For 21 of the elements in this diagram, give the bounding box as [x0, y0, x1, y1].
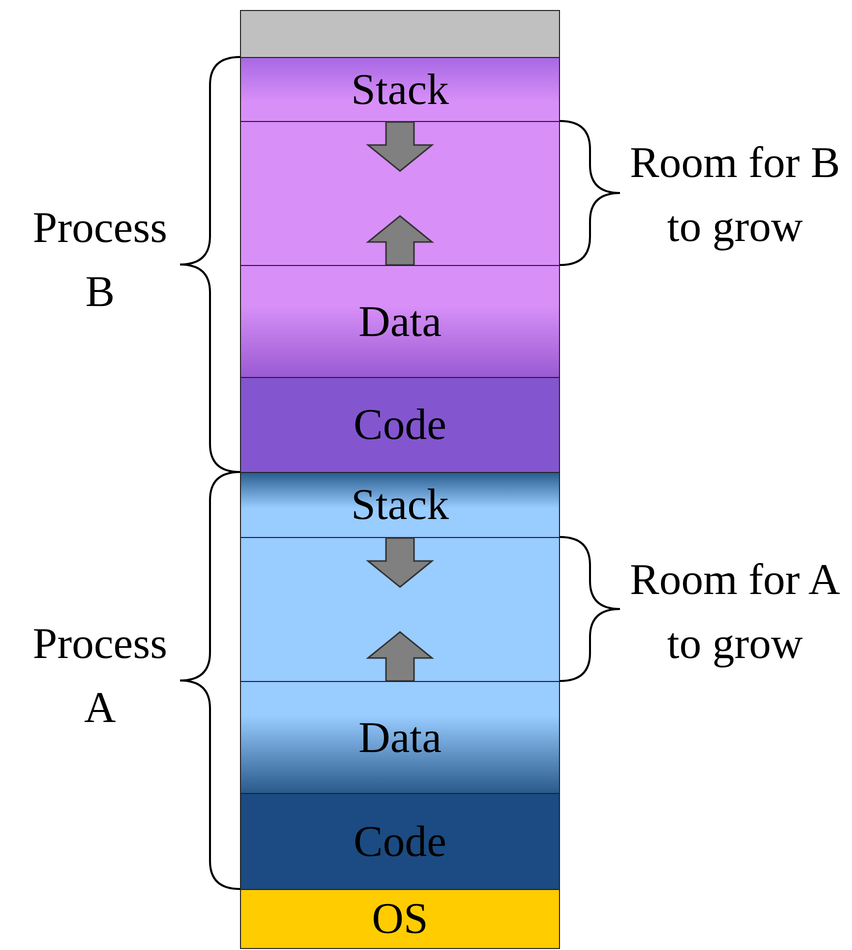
note-text: Room for B to grow: [628, 137, 842, 253]
memory-segment: [240, 121, 560, 266]
process-label: Process B: [32, 202, 168, 318]
memory-segment: [240, 57, 560, 122]
segment-label: Code: [354, 820, 446, 864]
note-text: Room for A to grow: [628, 554, 842, 670]
memory-segment: [240, 889, 560, 949]
memory-segment: [240, 472, 560, 538]
memory-segment: [240, 377, 560, 473]
memory-segment: [240, 681, 560, 794]
segment-label: Data: [358, 300, 442, 344]
memory-segment: [240, 265, 560, 378]
memory-segment: [240, 793, 560, 890]
memory-segment: [240, 537, 560, 682]
segment-label: Stack: [351, 483, 449, 527]
segment-label: Stack: [351, 68, 449, 112]
segment-label: Code: [354, 403, 446, 447]
segment-label: OS: [372, 897, 428, 941]
process-label: Process A: [32, 618, 168, 734]
memory-segment: [240, 10, 560, 58]
segment-label: Data: [358, 716, 442, 760]
